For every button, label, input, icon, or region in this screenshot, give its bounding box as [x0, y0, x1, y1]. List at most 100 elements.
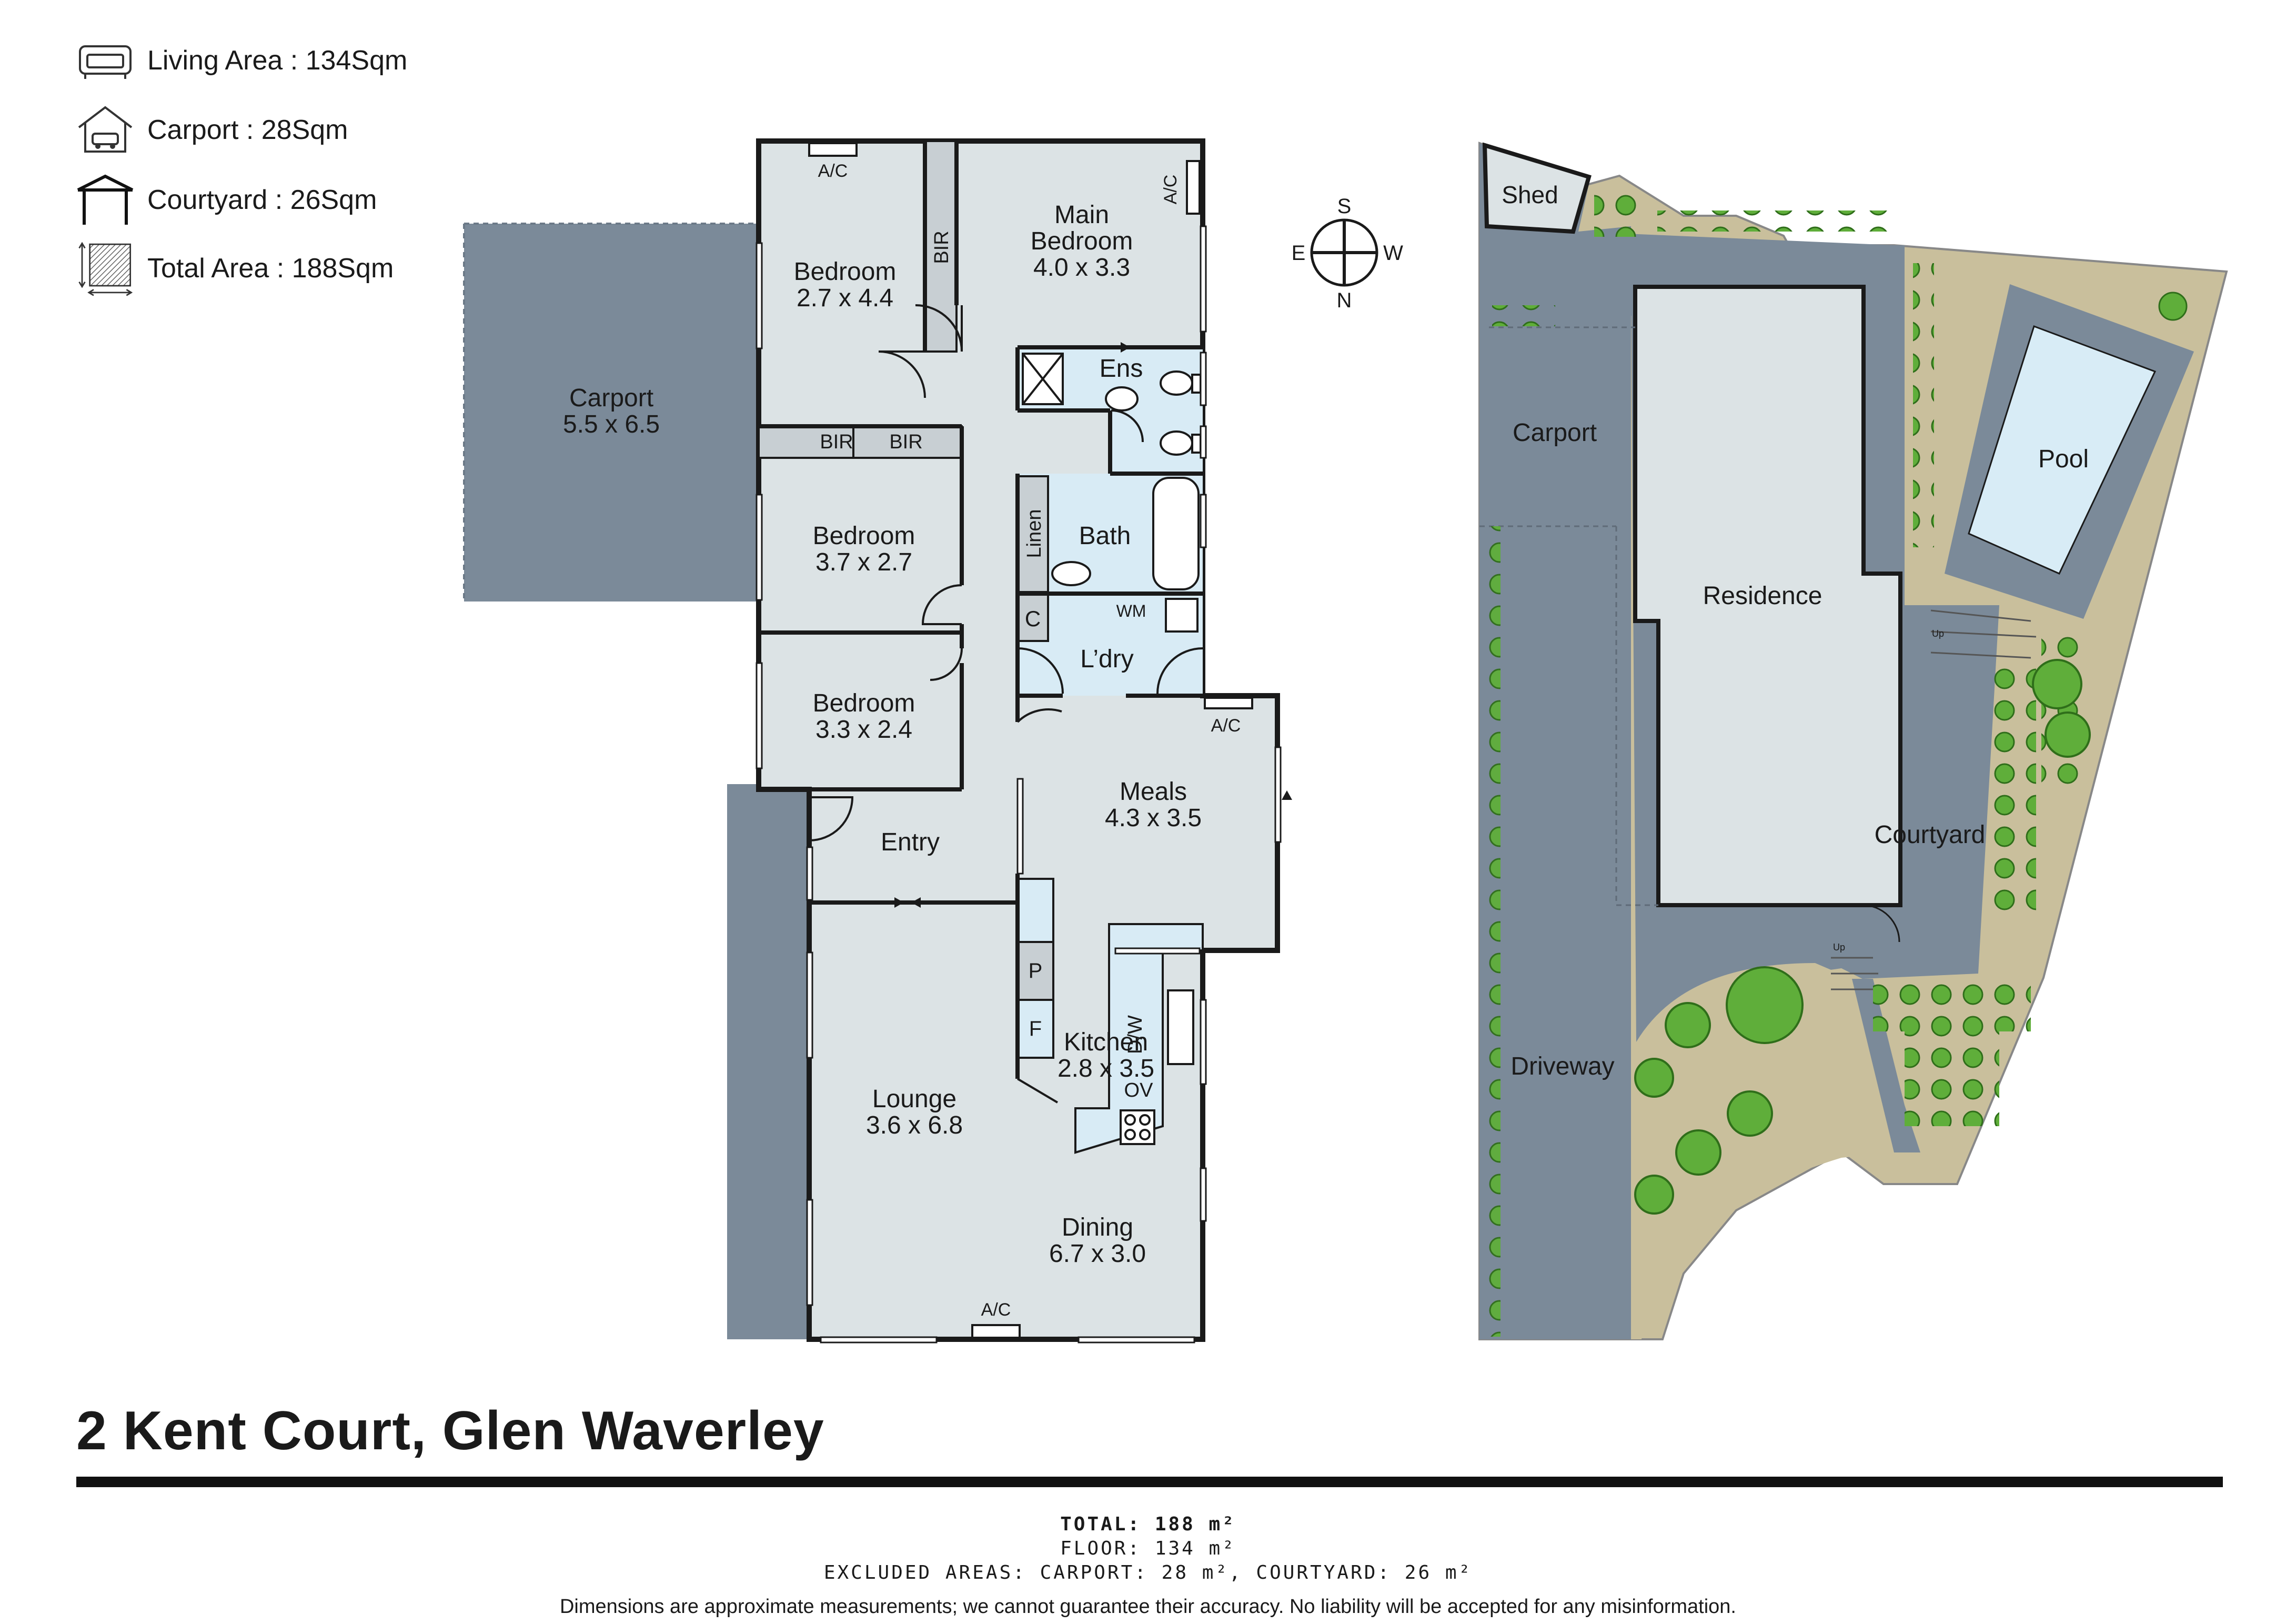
area-icon — [78, 242, 133, 296]
ac-label-meals: A/C — [1211, 716, 1241, 736]
fixtures — [1022, 353, 1202, 1145]
pool-label: Pool — [2038, 445, 2089, 473]
kitchen-label: Kitchen — [1064, 1028, 1148, 1056]
up-label-courtyard: Up — [1833, 942, 1845, 953]
shrub-cluster-east2 — [2041, 631, 2083, 789]
meals-size: 4.3 x 3.5 — [1105, 804, 1202, 832]
compass-e: E — [1292, 242, 1306, 265]
door-swings — [809, 304, 1203, 1104]
driveway-area — [1479, 143, 1631, 1339]
bedroom3-label: Bedroom — [813, 689, 915, 717]
linen-label: Linen — [1023, 509, 1045, 558]
steps — [1831, 609, 2037, 990]
bedroom2-label: Bedroom — [813, 522, 915, 550]
legend-carport-text: Carport : 28Sqm — [147, 115, 348, 145]
carport-label: Carport — [569, 384, 653, 412]
compass-s: S — [1337, 195, 1352, 218]
main-bedroom-size: 4.0 x 3.3 — [1033, 254, 1130, 282]
ensuite-label: Ens — [1100, 355, 1143, 383]
site-plan: Shed Residence Pool Up Up — [1478, 142, 2228, 1340]
dining-size: 6.7 x 3.0 — [1049, 1240, 1146, 1268]
pool-water — [1968, 325, 2157, 575]
bedroom3-size: 3.3 x 2.4 — [815, 716, 912, 744]
summary-excluded: EXCLUDED AREAS: CARPORT: 28 m², COURTYAR… — [823, 1562, 1473, 1583]
shed — [1482, 142, 1592, 234]
meals-label: Meals — [1120, 778, 1187, 806]
shrub-cluster-south — [1873, 979, 2031, 1031]
shrub-border-top — [1657, 210, 1889, 232]
bedroom2-size: 3.7 x 2.7 — [815, 548, 912, 576]
carport-area — [464, 224, 759, 602]
legend-courtyard: Courtyard : 26Sqm — [74, 171, 377, 229]
site-driveway-label: Driveway — [1510, 1052, 1614, 1080]
main-bedroom-label-2: Bedroom — [1031, 227, 1133, 255]
property-address-title: 2 Kent Court, Glen Waverley — [76, 1400, 824, 1461]
ac-label-bedroom1: A/C — [818, 161, 848, 181]
linen-cupboard — [1016, 475, 1049, 593]
f-fridge — [1016, 999, 1054, 1059]
summary-floor: FLOOR: 134 m² — [1060, 1538, 1236, 1559]
residence-label: Residence — [1703, 582, 1822, 610]
dishwasher-label: D/W — [1124, 1015, 1146, 1054]
shrub-cluster-south2 — [1905, 1031, 1999, 1126]
laundry-label: L’dry — [1080, 645, 1133, 673]
ac-label-dining: A/C — [981, 1300, 1011, 1320]
sliding-door-arrows — [894, 342, 1292, 908]
lounge-label: Lounge — [872, 1085, 956, 1113]
bedroom1-size: 2.7 x 4.4 — [797, 284, 893, 312]
kitchen-bench — [1074, 923, 1204, 1154]
bedroom1-label: Bedroom — [794, 258, 897, 286]
disclaimer-text: Dimensions are approximate measurements;… — [559, 1596, 1736, 1618]
carport-size: 5.5 x 6.5 — [563, 410, 660, 438]
site-carport-label: Carport — [1513, 419, 1597, 447]
front-lawn — [1631, 963, 1894, 1339]
shrub-border-right — [1913, 263, 1934, 547]
windows — [756, 225, 1282, 1344]
entry-label: Entry — [881, 828, 940, 856]
legend-living-area: Living Area : 134Sqm — [74, 32, 407, 89]
shrub-cluster-carport — [1492, 305, 1555, 326]
bir-label-right: BIR — [889, 431, 922, 453]
pergola-icon — [77, 174, 134, 225]
bath-label: Bath — [1079, 522, 1131, 550]
legend-courtyard-text: Courtyard : 26Sqm — [147, 185, 377, 215]
shrub-cluster-shed — [1594, 189, 1642, 237]
title-rule — [76, 1477, 2223, 1487]
shed-label: Shed — [1502, 181, 1558, 208]
bir-label-left: BIR — [820, 431, 853, 453]
legend-carport: Carport : 28Sqm — [74, 101, 348, 159]
ac-units — [808, 142, 1253, 1339]
summary-total: TOTAL: 188 m² — [1060, 1513, 1236, 1535]
legend-total-area-text: Total Area : 188Sqm — [147, 253, 394, 284]
bir-label-vertical: BIR — [931, 230, 953, 264]
floor-plan: Carport 5.5 x 6.5 Bedroom 2.7 x 4.4 Main… — [463, 138, 1292, 1344]
room-labels: Carport 5.5 x 6.5 Bedroom 2.7 x 4.4 Main… — [563, 161, 1241, 1320]
pantry-top — [1016, 878, 1054, 943]
shrub-border-left — [1479, 526, 1501, 1337]
up-label-pool: Up — [1932, 628, 1944, 639]
site-courtyard-label: Courtyard — [1875, 821, 1986, 849]
shrub-cluster-east — [1989, 663, 2036, 916]
residence-footprint — [1633, 285, 1902, 907]
legend-total-area: Total Area : 188Sqm — [74, 239, 394, 297]
interior-walls — [759, 141, 1277, 1079]
compass-n: N — [1337, 289, 1352, 312]
c-label: C — [1025, 606, 1041, 631]
oven-label: OV — [1124, 1079, 1154, 1101]
kitchen-size: 2.8 x 3.5 — [1058, 1055, 1154, 1082]
ac-label-main-bedroom: A/C — [1161, 175, 1181, 205]
tree-corner — [2158, 292, 2188, 321]
carport-side-strip — [727, 784, 811, 1339]
compass: S E W N — [1292, 195, 1403, 312]
main-bedroom-label-1: Main — [1054, 201, 1109, 229]
sofa-icon — [79, 45, 132, 79]
pantry-label: P — [1029, 959, 1043, 983]
trees — [1634, 659, 2091, 1215]
wm-label: WM — [1116, 602, 1146, 620]
dining-label: Dining — [1062, 1214, 1133, 1241]
lounge-size: 3.6 x 6.8 — [866, 1111, 963, 1139]
fridge-label: F — [1029, 1017, 1042, 1040]
garage-car-icon — [78, 106, 133, 153]
compass-w: W — [1383, 242, 1403, 265]
